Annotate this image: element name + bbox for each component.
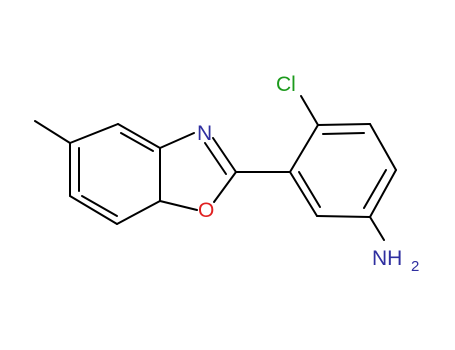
aryl-bond — [369, 169, 397, 218]
oxazole-bond — [159, 200, 198, 211]
benzo-double-bond — [120, 132, 154, 152]
amine-group-label: NH — [372, 247, 402, 270]
aryl-double-bond — [363, 169, 387, 209]
aryl-bond — [317, 123, 371, 126]
methyl-bond — [34, 120, 71, 144]
aryl-bond — [289, 171, 318, 217]
benzo-bond — [69, 195, 118, 225]
benzo-bond — [116, 200, 161, 225]
aryl-double-bond — [322, 132, 365, 135]
oxazole-double-bond — [204, 142, 227, 175]
bond-lines — [34, 95, 397, 241]
nitrogen-atom-label: N — [197, 122, 212, 145]
chlorine-atom-label: Cl — [276, 73, 296, 96]
oxazole-bond — [213, 171, 237, 203]
aryl-double-bond — [298, 171, 321, 208]
chlorine-bond — [300, 95, 319, 126]
benzo-double-bond — [81, 195, 118, 217]
aryl-bond — [316, 215, 371, 218]
oxazole-double-bond — [212, 137, 237, 173]
benzo-bond — [69, 123, 119, 144]
amine-bond — [369, 216, 385, 241]
amine-subscript: 2 — [411, 258, 419, 275]
benzo-bond — [117, 123, 161, 149]
aryl-bond — [369, 123, 397, 171]
oxazole-bond — [159, 132, 195, 149]
aryl-bond — [289, 124, 319, 173]
oxygen-atom-label: O — [198, 199, 214, 222]
